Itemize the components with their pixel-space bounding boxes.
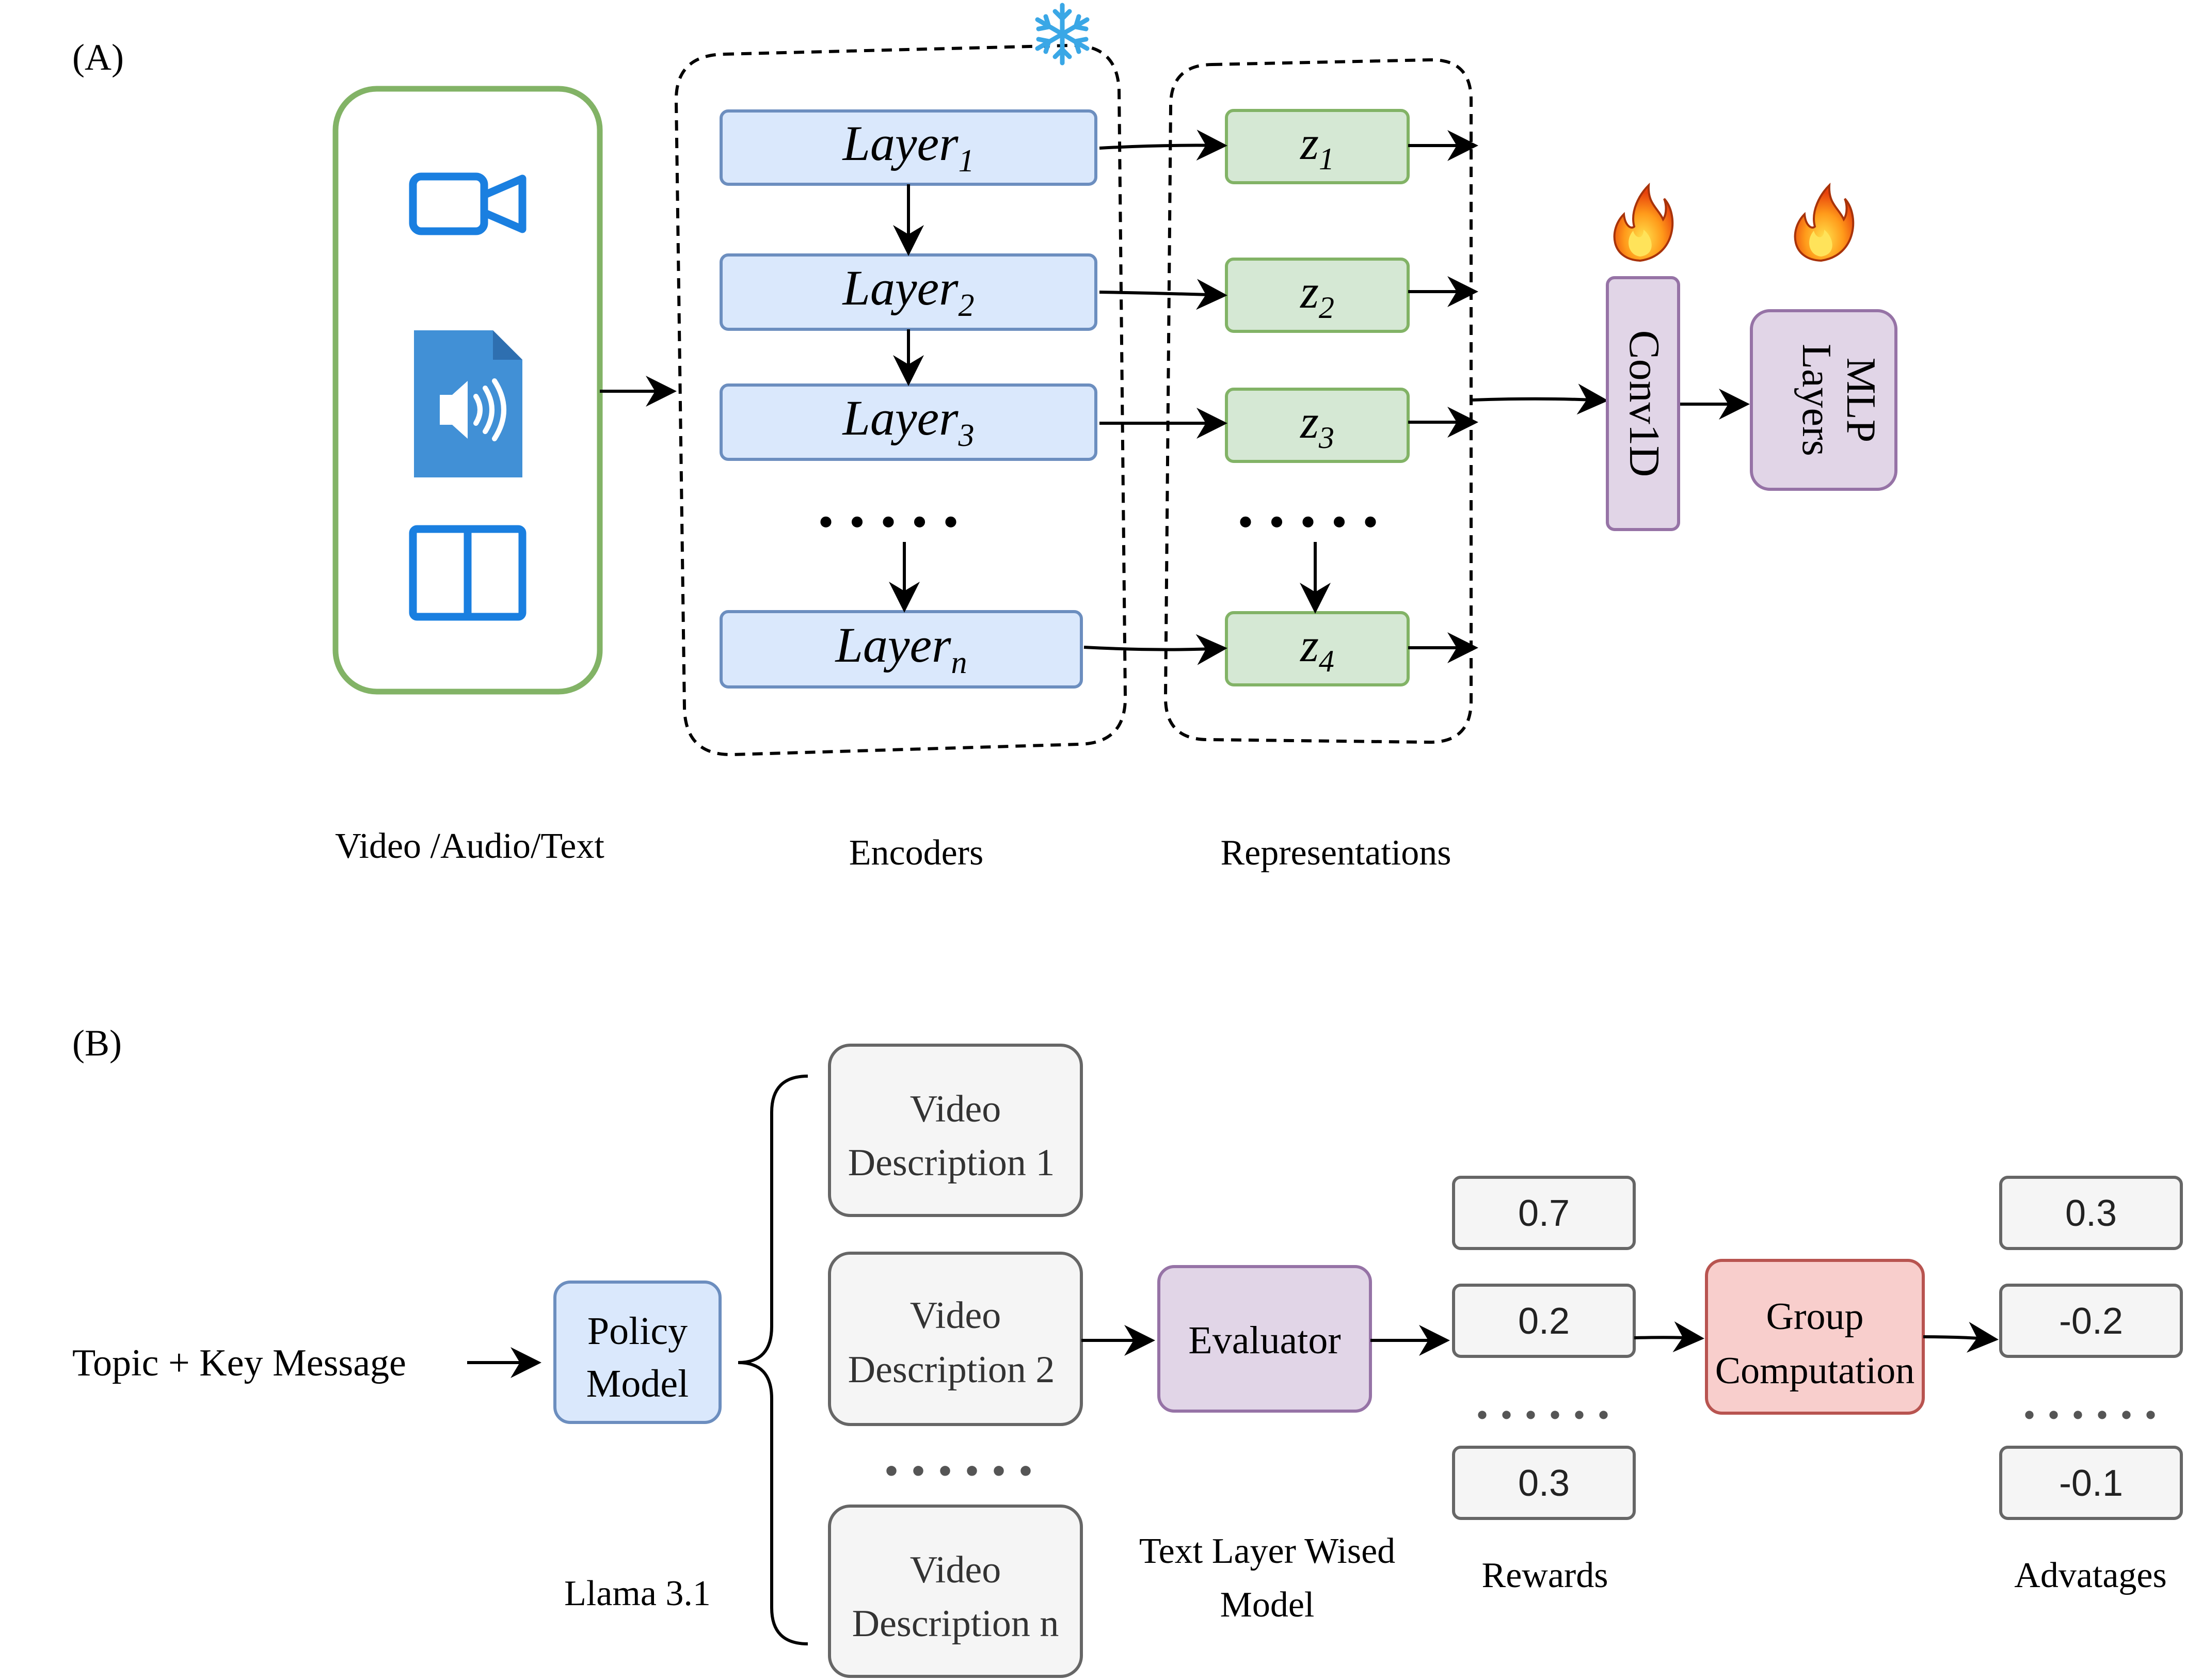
advantages-caption: Advatages [2014, 1556, 2166, 1595]
svg-text:Video: Video [910, 1088, 1001, 1130]
svg-text:Computation: Computation [1715, 1350, 1914, 1392]
panel-b-label: (B) [72, 1022, 122, 1064]
reward-box-3: 0.3 [1452, 1446, 1636, 1520]
svg-text:z2: z2 [1299, 265, 1334, 325]
evaluator-caption-line2: Model [1220, 1585, 1315, 1625]
rep-box-4: z4 [1225, 611, 1410, 686]
arrow-layern-to-z4 [1083, 634, 1227, 665]
arrow-rewards-to-group [1634, 1321, 1704, 1353]
curly-brace [738, 1075, 808, 1645]
description-dots: ...... [884, 1420, 1045, 1489]
arrow-layer2-to-z2 [1099, 279, 1227, 310]
layer-box-2: Layer2 [720, 253, 1097, 331]
svg-text:Description 1: Description 1 [848, 1142, 1055, 1184]
svg-text:0.7: 0.7 [1518, 1193, 1570, 1234]
topic-input-text: Topic + Key Message [72, 1342, 406, 1384]
svg-text:Description 2: Description 2 [848, 1349, 1055, 1391]
svg-text:Group: Group [1766, 1295, 1863, 1338]
rewards-caption: Rewards [1482, 1556, 1608, 1595]
encoders-caption: Encoders [849, 833, 983, 873]
advantage-dots: ...... [2023, 1372, 2168, 1430]
svg-text:Conv1D: Conv1D [1620, 330, 1668, 477]
group-computation-box: Group Computation [1705, 1259, 1925, 1415]
arrow-layer1-to-z1 [1099, 130, 1227, 161]
policy-model-box: Policy Model [553, 1281, 722, 1424]
snowflake-icon [1035, 3, 1090, 66]
svg-text:Layer3: Layer3 [842, 390, 975, 453]
layer-box-n: Layern [720, 610, 1083, 689]
representations-caption: Representations [1220, 833, 1451, 873]
fire-icon [1613, 182, 1674, 262]
svg-text:Evaluator: Evaluator [1188, 1319, 1341, 1362]
description-box-n: Video Description n [828, 1505, 1083, 1678]
svg-text:Layer1: Layer1 [842, 116, 975, 179]
audio-file-icon [414, 330, 522, 477]
book-icon [409, 525, 526, 621]
arrow-reps-to-conv [1472, 383, 1608, 415]
svg-text:-0.1: -0.1 [2059, 1463, 2123, 1504]
arrow-group-to-advantages [1923, 1322, 1999, 1353]
rep-dots: ..... [1237, 467, 1394, 541]
reward-dots: ...... [1476, 1372, 1621, 1430]
svg-text:0.3: 0.3 [1518, 1463, 1570, 1504]
advantage-box-3: -0.1 [1999, 1446, 2183, 1520]
advantage-box-1: 0.3 [1999, 1176, 2183, 1250]
video-camera-icon [409, 172, 526, 235]
conv1d-box: Conv1D [1606, 276, 1680, 531]
input-caption: Video /Audio/Text [335, 826, 604, 866]
svg-text:Layer2: Layer2 [842, 260, 975, 323]
panel-a-label: (A) [72, 37, 124, 78]
description-box-2: Video Description 2 [828, 1252, 1083, 1426]
mlp-layers-box: MLP Layers [1750, 309, 1897, 491]
svg-text:Video: Video [910, 1294, 1001, 1337]
representations-container [1163, 58, 1473, 744]
svg-text:Description n: Description n [852, 1603, 1059, 1645]
svg-text:Model: Model [586, 1362, 689, 1405]
layer-box-1: Layer1 [720, 109, 1097, 186]
svg-text:0.2: 0.2 [1518, 1301, 1570, 1342]
rep-box-3: z3 [1225, 388, 1410, 463]
policy-caption: Llama 3.1 [564, 1574, 711, 1613]
svg-text:0.3: 0.3 [2065, 1193, 2117, 1234]
description-box-1: Video Description 1 [828, 1044, 1083, 1217]
svg-text:Video: Video [910, 1549, 1001, 1591]
layer-box-3: Layer3 [720, 383, 1097, 461]
svg-text:Layern: Layern [835, 617, 967, 680]
fire-icon [1794, 182, 1855, 262]
svg-text:z3: z3 [1299, 395, 1334, 455]
svg-text:MLP: MLP [1838, 358, 1884, 443]
svg-text:Layers: Layers [1794, 344, 1839, 456]
reward-box-2: 0.2 [1452, 1284, 1636, 1358]
encoder-dots: ..... [818, 467, 974, 541]
evaluator-box: Evaluator [1157, 1265, 1372, 1413]
reward-box-1: 0.7 [1452, 1176, 1636, 1250]
rep-box-1: z1 [1225, 109, 1410, 184]
svg-text:Policy: Policy [587, 1309, 688, 1353]
evaluator-caption-line1: Text Layer Wised [1139, 1531, 1395, 1571]
advantage-box-2: -0.2 [1999, 1284, 2183, 1358]
svg-text:z4: z4 [1299, 619, 1334, 678]
svg-text:z1: z1 [1299, 117, 1334, 176]
svg-text:-0.2: -0.2 [2059, 1301, 2123, 1342]
rep-box-2: z2 [1225, 258, 1410, 333]
